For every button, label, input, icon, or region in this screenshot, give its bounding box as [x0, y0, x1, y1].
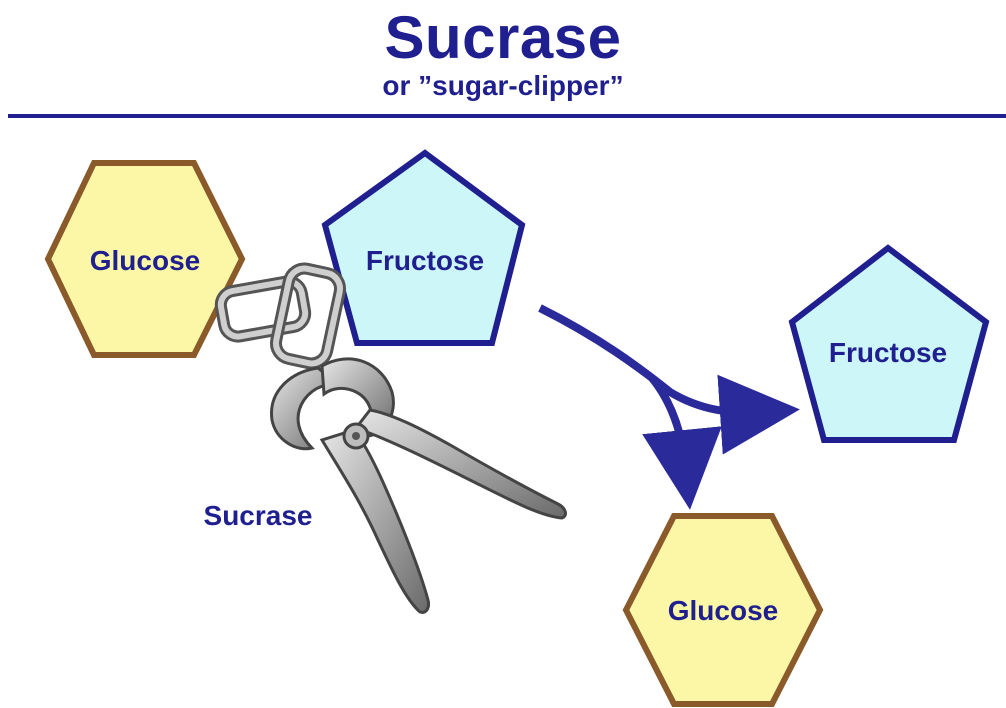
- fructose-left-label: Fructose: [366, 245, 484, 276]
- arrow-to-fructose: [540, 308, 760, 412]
- fructose-left-shape: Fructose: [325, 153, 522, 343]
- fructose-right-label: Fructose: [829, 337, 947, 368]
- glucose-bottom-label: Glucose: [668, 595, 778, 626]
- glucose-left-shape: Glucose: [48, 163, 242, 355]
- chain-link-icon: [219, 266, 343, 367]
- sucrase-label: Sucrase: [204, 500, 313, 531]
- pliers-icon: [272, 359, 566, 612]
- glucose-left-label: Glucose: [90, 245, 200, 276]
- fructose-right-shape: Fructose: [792, 248, 986, 440]
- glucose-bottom-shape: Glucose: [626, 516, 820, 704]
- reaction-arrows: [540, 308, 760, 470]
